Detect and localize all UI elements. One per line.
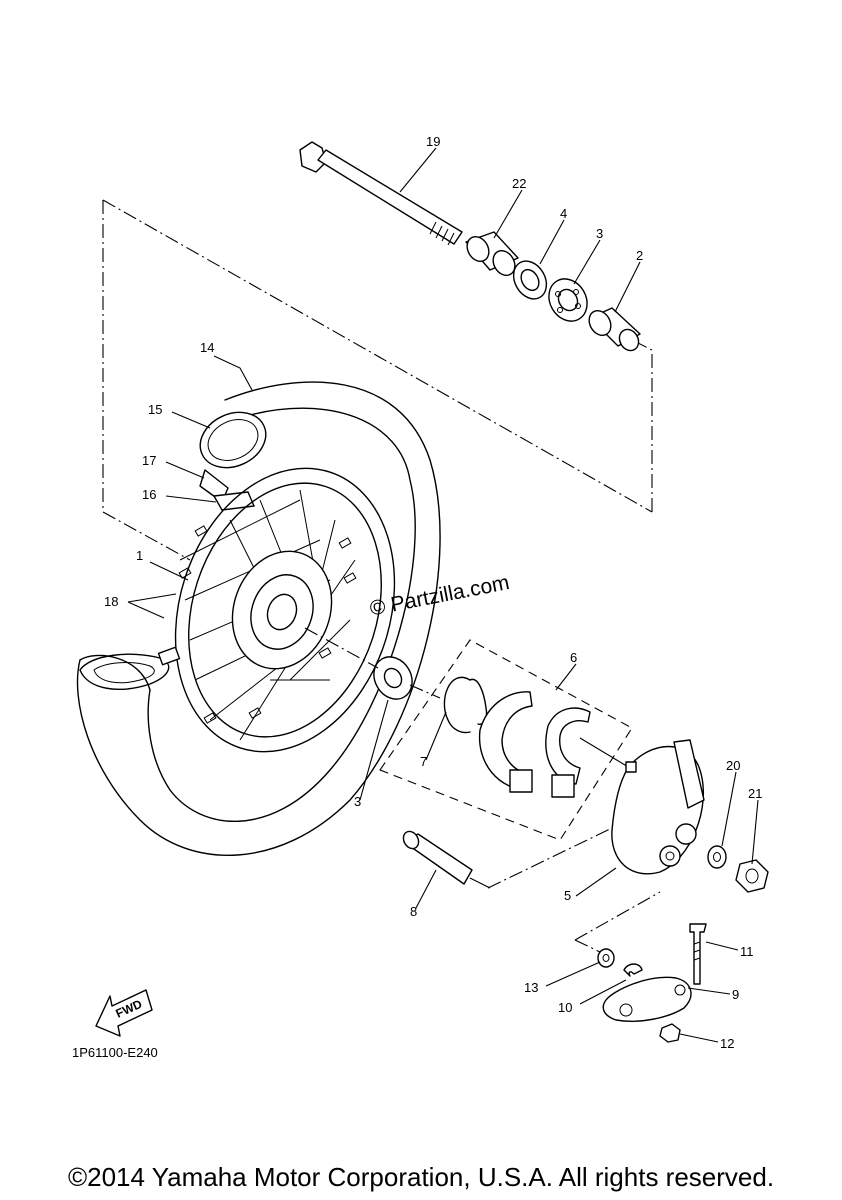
circlip [443, 676, 488, 734]
axle-bolt [299, 141, 463, 246]
callout-16: 16 [142, 487, 156, 502]
brake-camshaft [402, 827, 613, 889]
brake-lever-assembly [574, 891, 707, 1043]
callout-2: 2 [636, 248, 643, 263]
callout-18: 18 [104, 594, 118, 609]
callout-17: 17 [142, 453, 156, 468]
callout-4: 4 [560, 206, 567, 221]
callout-7: 7 [420, 754, 427, 769]
brake-shoe-kit-box [379, 639, 633, 841]
tube-and-rim-band [199, 411, 267, 511]
callout-22: 22 [512, 176, 526, 191]
callout-3-upper: 3 [596, 226, 603, 241]
nut-21 [735, 859, 769, 893]
callout-5: 5 [564, 888, 571, 903]
callout-9: 9 [732, 987, 739, 1002]
callout-14: 14 [200, 340, 214, 355]
forward-direction-arrow: FWD [95, 989, 153, 1037]
callout-21: 21 [748, 786, 762, 801]
brake-shoes [478, 691, 591, 798]
callout-3-lower: 3 [354, 794, 361, 809]
callout-13: 13 [524, 980, 538, 995]
callout-20: 20 [726, 758, 740, 773]
callout-12: 12 [720, 1036, 734, 1051]
brake-panel [579, 737, 705, 875]
callout-numbers: 19 22 4 3 2 14 15 17 16 1 18 6 7 3 20 21… [104, 134, 762, 1051]
bearing-upper [548, 278, 588, 322]
washer-20 [707, 845, 727, 869]
callout-15: 15 [148, 402, 162, 417]
diagram-code: 1P61100-E240 [72, 1045, 158, 1060]
collar-2 [588, 307, 641, 352]
spacer-collar-22 [465, 231, 519, 277]
callout-6: 6 [570, 650, 577, 665]
tire [76, 381, 441, 856]
callout-19: 19 [426, 134, 440, 149]
callout-1: 1 [136, 548, 143, 563]
callout-11: 11 [740, 944, 754, 959]
wheel-rim-spokes [174, 467, 396, 753]
copyright-notice: ©2014 Yamaha Motor Corporation, U.S.A. A… [67, 1162, 775, 1192]
callout-8: 8 [410, 904, 417, 919]
rim-band-end [79, 646, 181, 690]
callout-leaders [127, 147, 759, 1043]
assembly-frame [102, 199, 653, 561]
bearing-lower [304, 627, 441, 700]
oil-seal [512, 260, 548, 300]
callout-10: 10 [558, 1000, 572, 1015]
